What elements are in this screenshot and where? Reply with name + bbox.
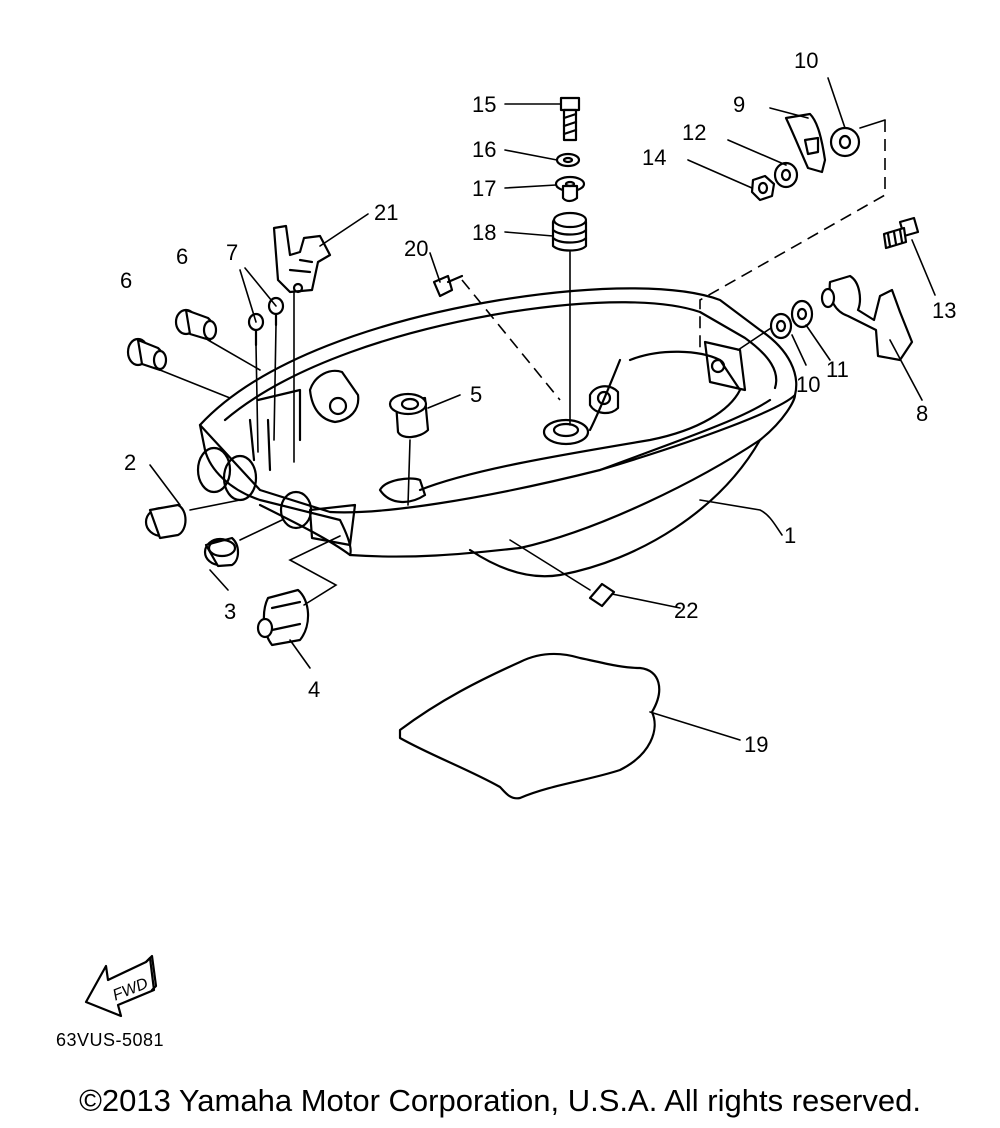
callout-6-upper: 6: [176, 244, 188, 269]
callout-17: 17: [472, 176, 496, 201]
callout-4: 4: [308, 677, 320, 702]
exploded-parts-diagram: 1 2 3 4 5 6 6 7 8 9 10 10 11 12 13 14 15…: [84, 48, 956, 1018]
bracket-9: [784, 112, 827, 174]
callout-18: 18: [472, 220, 496, 245]
bottom-cowling: [196, 287, 798, 578]
clip-5: [388, 392, 430, 439]
forward-arrow-icon: FWD: [84, 954, 158, 1018]
bolt-15: [559, 96, 581, 142]
bolt-13: [882, 216, 920, 250]
callout-16: 16: [472, 137, 496, 162]
callout-1: 1: [784, 523, 796, 548]
callout-6-lower: 6: [120, 268, 132, 293]
washer-16: [555, 152, 581, 168]
bracket-8: [820, 274, 914, 362]
callout-19: 19: [744, 732, 768, 757]
bracket-21: [272, 224, 332, 294]
callout-3: 3: [224, 599, 236, 624]
plug-2: [144, 503, 187, 540]
washer-12: [773, 161, 799, 189]
label-22: [588, 582, 616, 608]
plug-3: [203, 536, 240, 568]
screws-7: [247, 296, 285, 347]
figure-code: 63VUS-5081: [56, 1030, 165, 1050]
callout-8: 8: [916, 401, 928, 426]
gasket-seal: [398, 652, 661, 800]
collar-17: [554, 175, 586, 203]
callout-7: 7: [226, 240, 238, 265]
copyright-notice: ©2013 Yamaha Motor Corporation, U.S.A. A…: [79, 1083, 921, 1118]
bolt-20: [432, 274, 464, 298]
leader-lines: [149, 77, 936, 741]
callout-21: 21: [374, 200, 398, 225]
callout-14: 14: [642, 145, 666, 170]
washer-11: [790, 299, 814, 329]
callout-9: 9: [733, 92, 745, 117]
nut-10-lower: [769, 312, 793, 340]
bushing-6-upper: [174, 308, 218, 342]
nut-14: [750, 174, 776, 202]
grommet-18: [551, 211, 588, 252]
callout-10-lower: 10: [796, 372, 820, 397]
callout-labels: 1 2 3 4 5 6 6 7 8 9 10 10 11 12 13 14 15…: [120, 48, 956, 757]
callout-5: 5: [470, 382, 482, 407]
callout-11: 11: [826, 357, 849, 382]
callout-12: 12: [682, 120, 706, 145]
callout-22: 22: [674, 598, 698, 623]
callout-13: 13: [932, 298, 956, 323]
nut-10-upper: [829, 126, 861, 158]
assembly-lines: [189, 119, 886, 606]
callout-2: 2: [124, 450, 136, 475]
callout-15: 15: [472, 92, 496, 117]
grommet-4: [256, 588, 310, 647]
callout-20: 20: [404, 236, 428, 261]
bushing-6-lower: [126, 337, 168, 372]
callout-10-upper: 10: [794, 48, 818, 73]
